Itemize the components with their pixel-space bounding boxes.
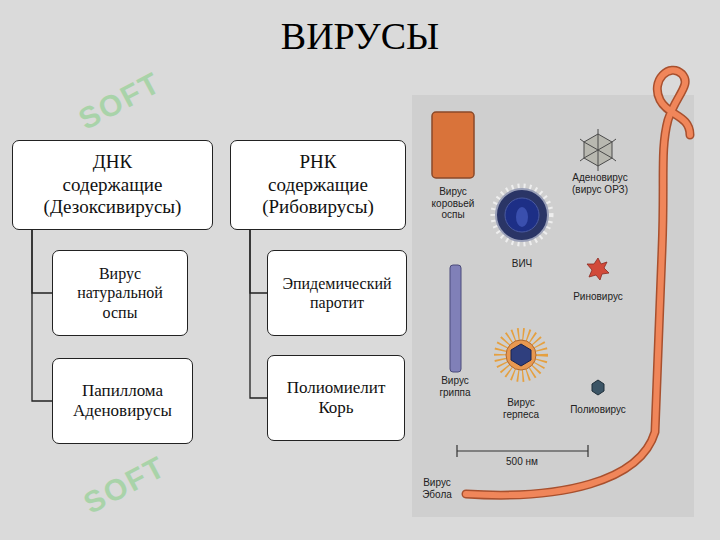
virus-name: Вирус коровьей оспы [427,186,479,221]
hiv-virus [493,186,551,244]
tree-connector [250,230,267,293]
virus-name: Полиовирус [567,404,629,416]
virus-name: Риновирус [568,291,628,303]
virus-group-box: ДНК содержащие(Дезоксивирусы) [12,140,213,230]
influenza-virus [450,265,461,372]
box-text: (Рибовирусы) [262,196,374,219]
virus-name: ВИЧ [502,258,542,270]
box-text: Полиомиелит Корь [279,378,394,419]
virus-name: Вирус герпеса [499,397,543,420]
ebola-virus [466,70,690,495]
scale-bar [457,445,588,457]
tree-connector [250,230,267,398]
box-text: Вирус натуральной оспы [65,264,175,322]
watermark: SOFT [60,440,191,531]
poliovirus [592,380,604,395]
rhinovirus [587,258,609,280]
cowpox-virus [432,112,474,178]
adenovirus [580,129,616,171]
box-text: (Дезоксивирусы) [44,196,182,219]
virus-group-box: РНК содержащие(Рибовирусы) [230,140,406,230]
illustration-panel [412,95,694,517]
box-text: Папиллома Аденовирусы [63,381,183,422]
box-text: ДНК содержащие [53,151,173,197]
virus-name: Вирус Эбола [415,477,459,500]
box-text: РНК содержащие [258,151,378,197]
virus-name: Вирус гриппа [433,375,477,398]
herpes-virus [500,334,542,376]
watermark: SOFT [55,56,186,147]
box-text: Эпидемический паротит [276,274,398,312]
page-title: ВИРУСЫ [0,14,720,58]
virus-group-box: Папиллома Аденовирусы [52,358,193,444]
virus-group-box: Полиомиелит Корь [267,355,405,441]
virus-group-box: Вирус натуральной оспы [52,250,188,336]
virus-group-box: Эпидемический паротит [267,250,407,336]
tree-connector [32,230,52,401]
virus-name: Аденовирус (вирус ОРЗ) [564,172,636,195]
scale-label: 500 нм [497,456,547,468]
tree-connector [32,230,52,293]
